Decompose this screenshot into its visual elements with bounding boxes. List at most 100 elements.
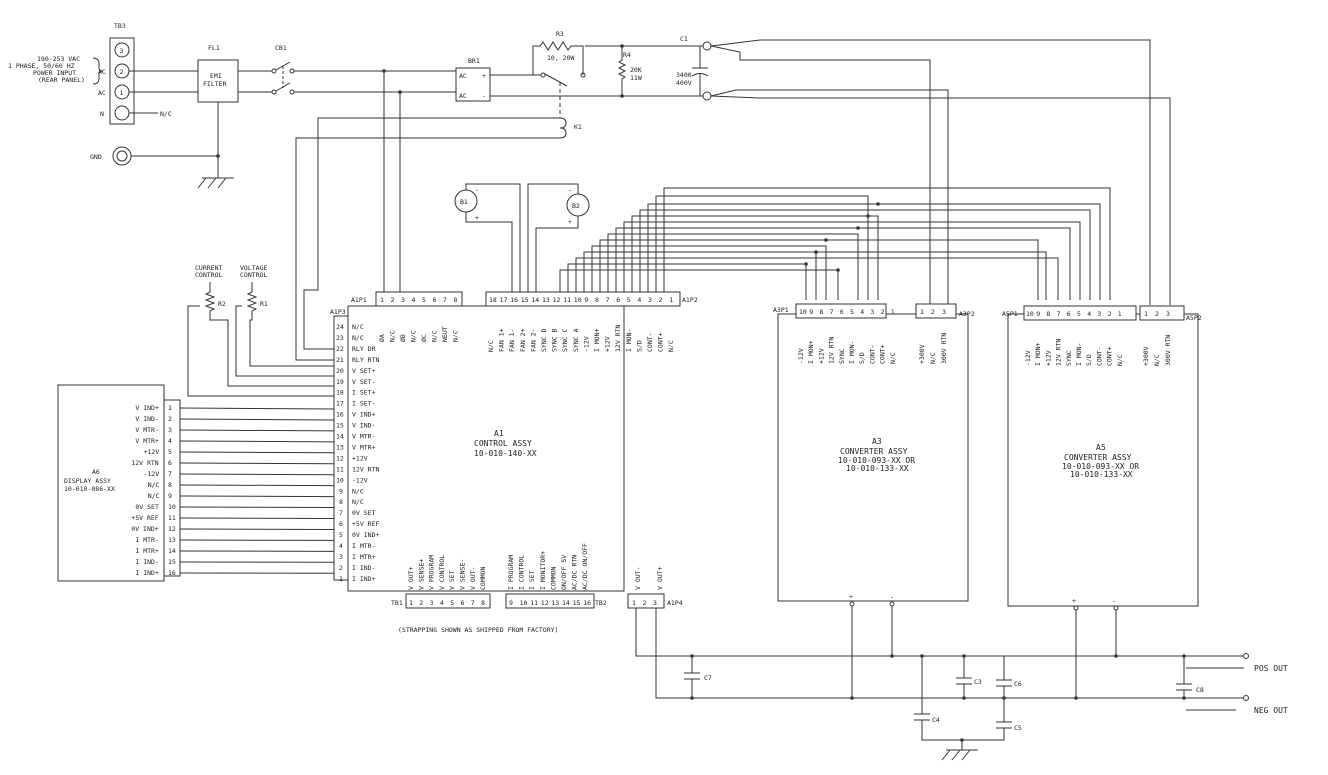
a1p3-pin-number: 9 — [339, 487, 343, 495]
c7-label: C7 — [704, 674, 712, 682]
a1p3-pin-number: 6 — [339, 520, 343, 528]
a1p3-pin-label: I SET+ — [352, 389, 376, 397]
a6-pin-number: 5 — [168, 448, 172, 456]
a1p2-pin-label: 12V RTN — [614, 325, 622, 352]
a6-pin-number: 15 — [168, 558, 176, 566]
a1p2-pin-label: SYNC C — [561, 328, 569, 352]
a3p1-pin-number: 9 — [809, 308, 813, 316]
tb2-pin-label: I MONITOR+ — [539, 551, 547, 590]
a1p1-pin-label: NEUT — [441, 326, 449, 342]
a1p1-ref: A1P1 — [351, 296, 367, 304]
a1p1-pin-number: 1 — [380, 296, 384, 304]
tb2-pin-label: ON/OFF 5V — [560, 555, 568, 590]
gnd-label: GND — [90, 153, 102, 161]
a5p1-pin-number: 8 — [1046, 310, 1050, 318]
a1p3-pin-number: 24 — [336, 323, 344, 331]
a1p1-pin-number: 3 — [401, 296, 405, 304]
a6-pin-number: 9 — [168, 492, 172, 500]
c5-label: C5 — [1014, 724, 1022, 732]
tb2-pin-number: 16 — [583, 599, 591, 607]
tb1-pin-number: 3 — [430, 599, 434, 607]
a6-pin-number: 16 — [168, 569, 176, 577]
power-spec-line3: POWER INPUT — [33, 69, 76, 77]
a5p2-pin-label: +300V — [1142, 346, 1150, 366]
ac-label-bottom: AC — [98, 89, 106, 97]
a6-pin-number: 6 — [168, 459, 172, 467]
tb1-pin-label: V SET — [448, 570, 456, 590]
a3p1-pin-number: 2 — [881, 308, 885, 316]
a1p3-pin-number: 19 — [336, 378, 344, 386]
a3p1-pin-number: 10 — [799, 308, 807, 316]
c7-capacitor — [684, 654, 700, 700]
br1-ac-top: AC — [459, 72, 467, 80]
tb2-pin-number: 12 — [541, 599, 549, 607]
a1p2-pin-label: SYNC A — [572, 328, 580, 352]
a1p1-pin-number: 4 — [412, 296, 416, 304]
a1p3-pin-number: 14 — [336, 433, 344, 441]
a5p1-pin-number: 6 — [1067, 310, 1071, 318]
a1p1-pin-number: 6 — [433, 296, 437, 304]
a1-ref: A1 — [494, 429, 504, 438]
c1-value1: 3400 — [676, 71, 692, 79]
tb1-pin-number: 7 — [471, 599, 475, 607]
a6-pin-label: 0V SET — [135, 503, 159, 511]
a1p3-pin-label: N/C — [352, 498, 364, 506]
output-ground-icon — [941, 738, 978, 761]
a1p3-pin-label: I MTR- — [352, 542, 375, 550]
ac-label-top: AC — [98, 68, 106, 76]
a1p3-pin-number: 10 — [336, 476, 344, 484]
c1-ref: C1 — [680, 35, 688, 43]
a6-pin-number: 14 — [168, 547, 176, 555]
a6-pin-number: 11 — [168, 514, 176, 522]
r4-value2: 11W — [630, 74, 642, 82]
tb2-pin-label: I CONTROL — [518, 555, 526, 590]
a1p3-pin-number: 16 — [336, 411, 344, 419]
r1-label: R1 — [260, 300, 268, 308]
a1p3-pin-label: V SET+ — [352, 367, 376, 375]
a3-name: CONVERTER ASSY — [840, 447, 908, 456]
a6-pin-label: V MTR+ — [135, 437, 159, 445]
a1p3-pin-label: N/C — [352, 323, 364, 331]
a1p4-pin-label: V OUT- — [634, 567, 642, 590]
a3p1-pin-label: CONT- — [868, 344, 876, 364]
a6-display-assembly: A6 DISPLAY ASSY 10-010-086-XX — [57, 384, 181, 582]
a1p3-pin-number: 7 — [339, 509, 343, 517]
tb1-pin-number: 6 — [461, 599, 465, 607]
a1p3-pin-label: RLY RTN — [352, 356, 379, 364]
tb1-pin-number: 2 — [419, 599, 423, 607]
r3-value: 10, 20W — [547, 54, 574, 62]
a1p1-pin-number: 8 — [454, 296, 458, 304]
cb1-label: CB1 — [275, 44, 287, 52]
r1-potentiometer — [246, 282, 338, 367]
a5p2-pin-number: 3 — [1166, 310, 1170, 318]
a1p2-pin-number: 1 — [669, 296, 673, 304]
a6-pin-number: 8 — [168, 481, 172, 489]
tb3-terminal-3: 3 — [120, 47, 124, 55]
a1p3-pin-label: I IND+ — [352, 575, 376, 583]
a1p3-pin-number: 12 — [336, 454, 344, 462]
a5p1-pin-label: I MON+ — [1034, 342, 1042, 366]
a3p1-pin-number: 5 — [850, 308, 854, 316]
a1p2-pin-label: SYNC B — [551, 328, 559, 352]
a6-pin-label: I MTR- — [135, 536, 158, 544]
current-control-line2: CONTROL — [195, 271, 222, 279]
a1-name: CONTROL ASSY — [474, 439, 532, 448]
a3p2-pin-number: 2 — [931, 308, 935, 316]
a1p1-pin-label: N/C — [410, 330, 418, 342]
a1p2-pin-number: 16 — [510, 296, 518, 304]
a3p2-pin-label: +300V — [918, 344, 926, 364]
a5p1-pin-label: 12V RTN — [1055, 339, 1063, 366]
a1p3-ref: A1P3 — [330, 308, 346, 316]
a1p3-pin-number: 3 — [339, 553, 343, 561]
tb1-pin-label: V OUT+ — [407, 566, 415, 590]
a3-part1: 10-010-093-XX OR — [838, 456, 915, 465]
c6-label: C6 — [1014, 680, 1022, 688]
strapping-note: (STRAPPING SHOWN AS SHIPPED FROM FACTORY… — [398, 626, 558, 634]
tb1-pin-label: V SENSE- — [459, 559, 467, 590]
a3p2-pin-number: 1 — [920, 308, 924, 316]
a1p2-pin-number: 11 — [563, 296, 571, 304]
b2-minus: - — [568, 186, 572, 194]
c1-capacitor — [691, 46, 709, 96]
tb2-pin-label: COMMON — [549, 566, 557, 590]
